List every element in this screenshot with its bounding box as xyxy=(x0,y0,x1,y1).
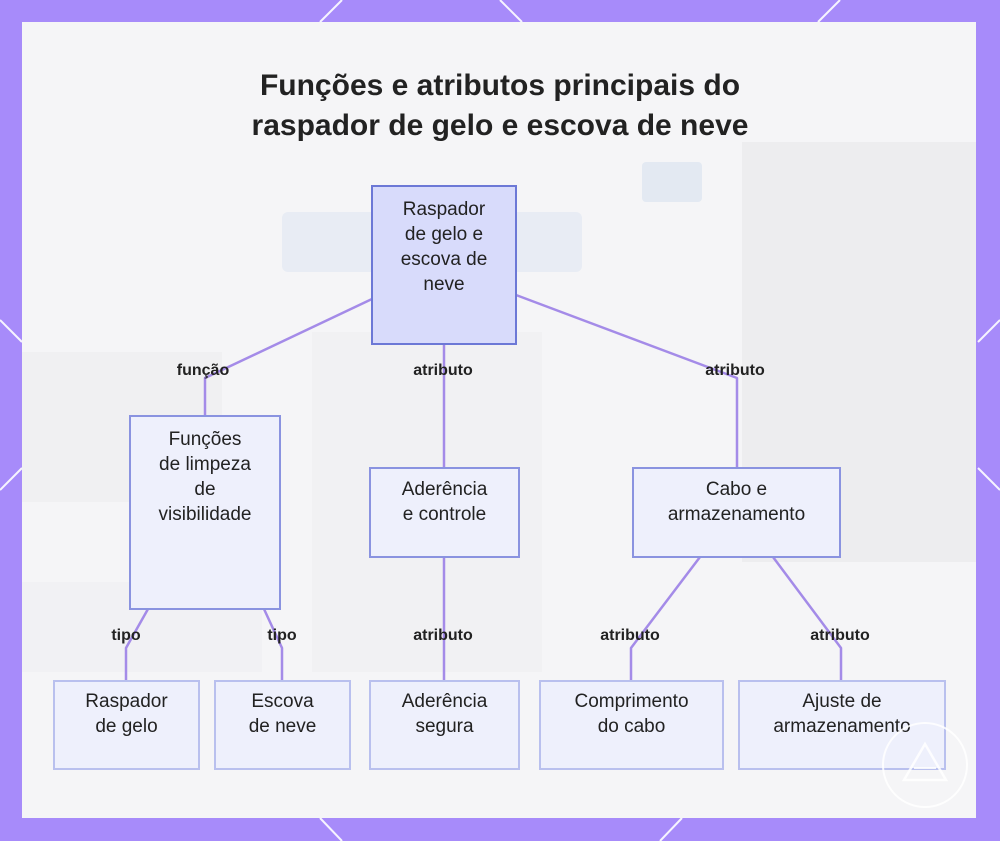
diagram-title: Funções e atributos principais do raspad… xyxy=(0,66,1000,146)
node-ice-scraper: Raspador de gelo xyxy=(53,680,200,770)
node-functions-line-1: Funções xyxy=(168,429,242,450)
node-length-line-1: Comprimento xyxy=(574,691,689,712)
title-line-2: raspador de gelo e escova de neve xyxy=(251,109,749,142)
edge-functions-scraper xyxy=(124,608,150,680)
edge-label-root-functions: função xyxy=(176,362,230,379)
edge-root-handle xyxy=(515,293,739,468)
node-root-line-1: Raspador xyxy=(402,199,486,220)
node-scraper-line-2: de gelo xyxy=(95,716,158,737)
edge-label-root-handle: atributo xyxy=(705,362,765,379)
node-functions-line-2: de limpeza xyxy=(159,454,251,475)
node-grip-control: Aderência e controle xyxy=(369,467,520,558)
node-brush-line-1: Escova xyxy=(251,691,314,712)
watermark-logo-icon xyxy=(882,722,968,808)
node-length-line-2: do cabo xyxy=(597,716,666,737)
node-snow-brush: Escova de neve xyxy=(214,680,351,770)
node-handle-line-1: Cabo e xyxy=(705,479,768,500)
node-handle-storage: Cabo e armazenamento xyxy=(632,467,841,558)
node-secure-grip: Aderência segura xyxy=(369,680,520,770)
node-storage-line-1: Ajuste de xyxy=(802,691,882,712)
node-grip-line-1: Aderência xyxy=(401,479,488,500)
node-root-line-3: escova de xyxy=(400,249,488,270)
edge-root-functions xyxy=(203,297,373,416)
node-root-line-4: neve xyxy=(423,274,465,295)
edge-handle-storage xyxy=(771,556,843,680)
node-handle-line-2: armazenamento xyxy=(667,504,806,525)
node-scraper-line-1: Raspador xyxy=(85,691,168,712)
edge-label-functions-brush: tipo xyxy=(267,627,297,644)
edge-label-handle-length: atributo xyxy=(600,627,660,644)
node-handle-length: Comprimento do cabo xyxy=(539,680,724,770)
edge-label-handle-storage: atributo xyxy=(810,627,870,644)
title-line-1: Funções e atributos principais do xyxy=(259,69,741,102)
node-brush-line-2: de neve xyxy=(248,716,317,737)
node-functions-line-3: de xyxy=(194,479,216,500)
node-storage-line-2: armazenamento xyxy=(773,716,911,737)
node-root-line-2: de gelo e xyxy=(404,224,484,245)
edge-handle-length xyxy=(629,556,701,680)
edge-label-functions-scraper: tipo xyxy=(111,627,141,644)
node-secure-line-2: segura xyxy=(415,716,474,737)
node-grip-line-2: e controle xyxy=(402,504,487,525)
node-functions-line-4: visibilidade xyxy=(158,504,252,525)
node-root: Raspador de gelo e escova de neve xyxy=(371,185,517,345)
edge-label-root-grip: atributo xyxy=(413,362,473,379)
edge-label-grip-secure: atributo xyxy=(413,627,473,644)
node-secure-line-1: Aderência xyxy=(401,691,488,712)
edge-functions-brush xyxy=(262,608,284,680)
node-functions: Funções de limpeza de visibilidade xyxy=(129,415,281,610)
